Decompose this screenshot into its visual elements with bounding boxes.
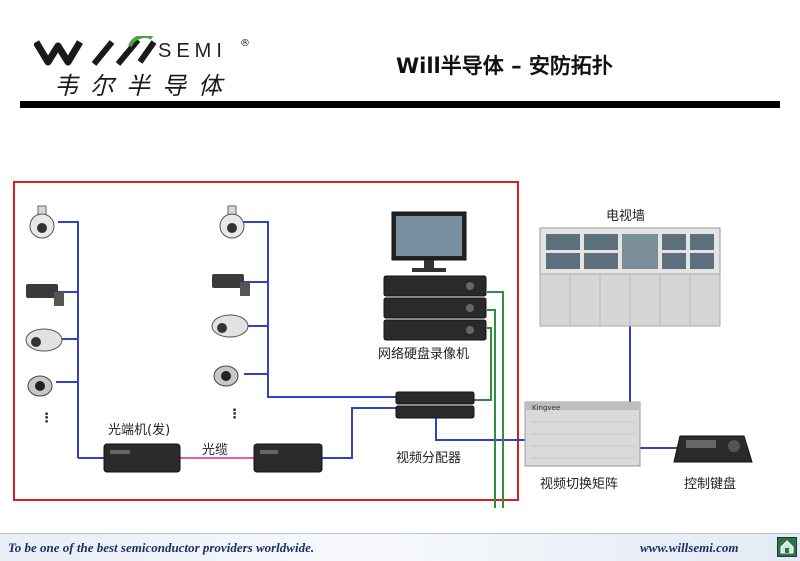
- tv-wall-label: 电视墙: [606, 209, 645, 224]
- optical-transmitter-label: 光端机(发): [108, 422, 170, 438]
- dome-camera-icon: [219, 205, 245, 239]
- middle-ellipsis: ⋮: [228, 407, 241, 422]
- page-title: Will半导体 – 安防拓扑: [396, 54, 613, 78]
- willsemi-logo: [34, 36, 157, 66]
- home-icon: [780, 540, 794, 554]
- nvr-label: 网络硬盘录像机: [378, 346, 469, 362]
- bullet-camera-icon: [26, 284, 64, 306]
- dome-camera-icon: [29, 205, 55, 239]
- video-distributor-label: 视频分配器: [396, 451, 461, 466]
- camera-region-border: [13, 181, 519, 501]
- mini-dome-camera-icon: [27, 375, 53, 397]
- video-matrix-device: [524, 401, 641, 467]
- network-connections: [474, 291, 504, 508]
- home-button[interactable]: [777, 537, 797, 557]
- video-distributor-device: [395, 391, 475, 419]
- control-keyboard-label: 控制键盘: [684, 476, 736, 492]
- logo-brand-text: SEMI: [158, 40, 227, 62]
- fiber-cable-label: 光缆: [202, 442, 228, 458]
- logo-registered-mark: ®: [240, 38, 250, 49]
- monitor-icon: [391, 211, 467, 272]
- logo-chinese-text: 韦尔半导体: [54, 72, 234, 100]
- optical-receiver-device: [253, 443, 323, 473]
- tv-wall-cabinet: [539, 227, 721, 327]
- video-matrix-label: 视频切换矩阵: [540, 477, 618, 492]
- bullet-camera-icon: [212, 274, 250, 296]
- header-divider: [20, 101, 780, 108]
- footer-website-link[interactable]: www.willsemi.com: [640, 540, 739, 555]
- box-camera-icon: [25, 328, 63, 352]
- optical-transmitter-device: [103, 443, 181, 473]
- left-ellipsis: ⋮: [40, 411, 53, 426]
- security-topology-diagram: ⋮ ⋮ 光端机(发) 光缆: [13, 181, 753, 508]
- box-camera-icon: [211, 314, 249, 338]
- mini-dome-camera-icon: [213, 365, 239, 387]
- video-matrix-brand: Kingvee: [532, 404, 560, 412]
- control-keyboard-device: [673, 435, 753, 463]
- slide-header: SEMI ® 韦尔半导体 Will半导体 – 安防拓扑: [0, 0, 800, 112]
- footer-slogan: To be one of the best semiconductor prov…: [8, 540, 315, 555]
- slide-footer: To be one of the best semiconductor prov…: [0, 533, 800, 561]
- nvr-recorder-stack: [383, 275, 487, 341]
